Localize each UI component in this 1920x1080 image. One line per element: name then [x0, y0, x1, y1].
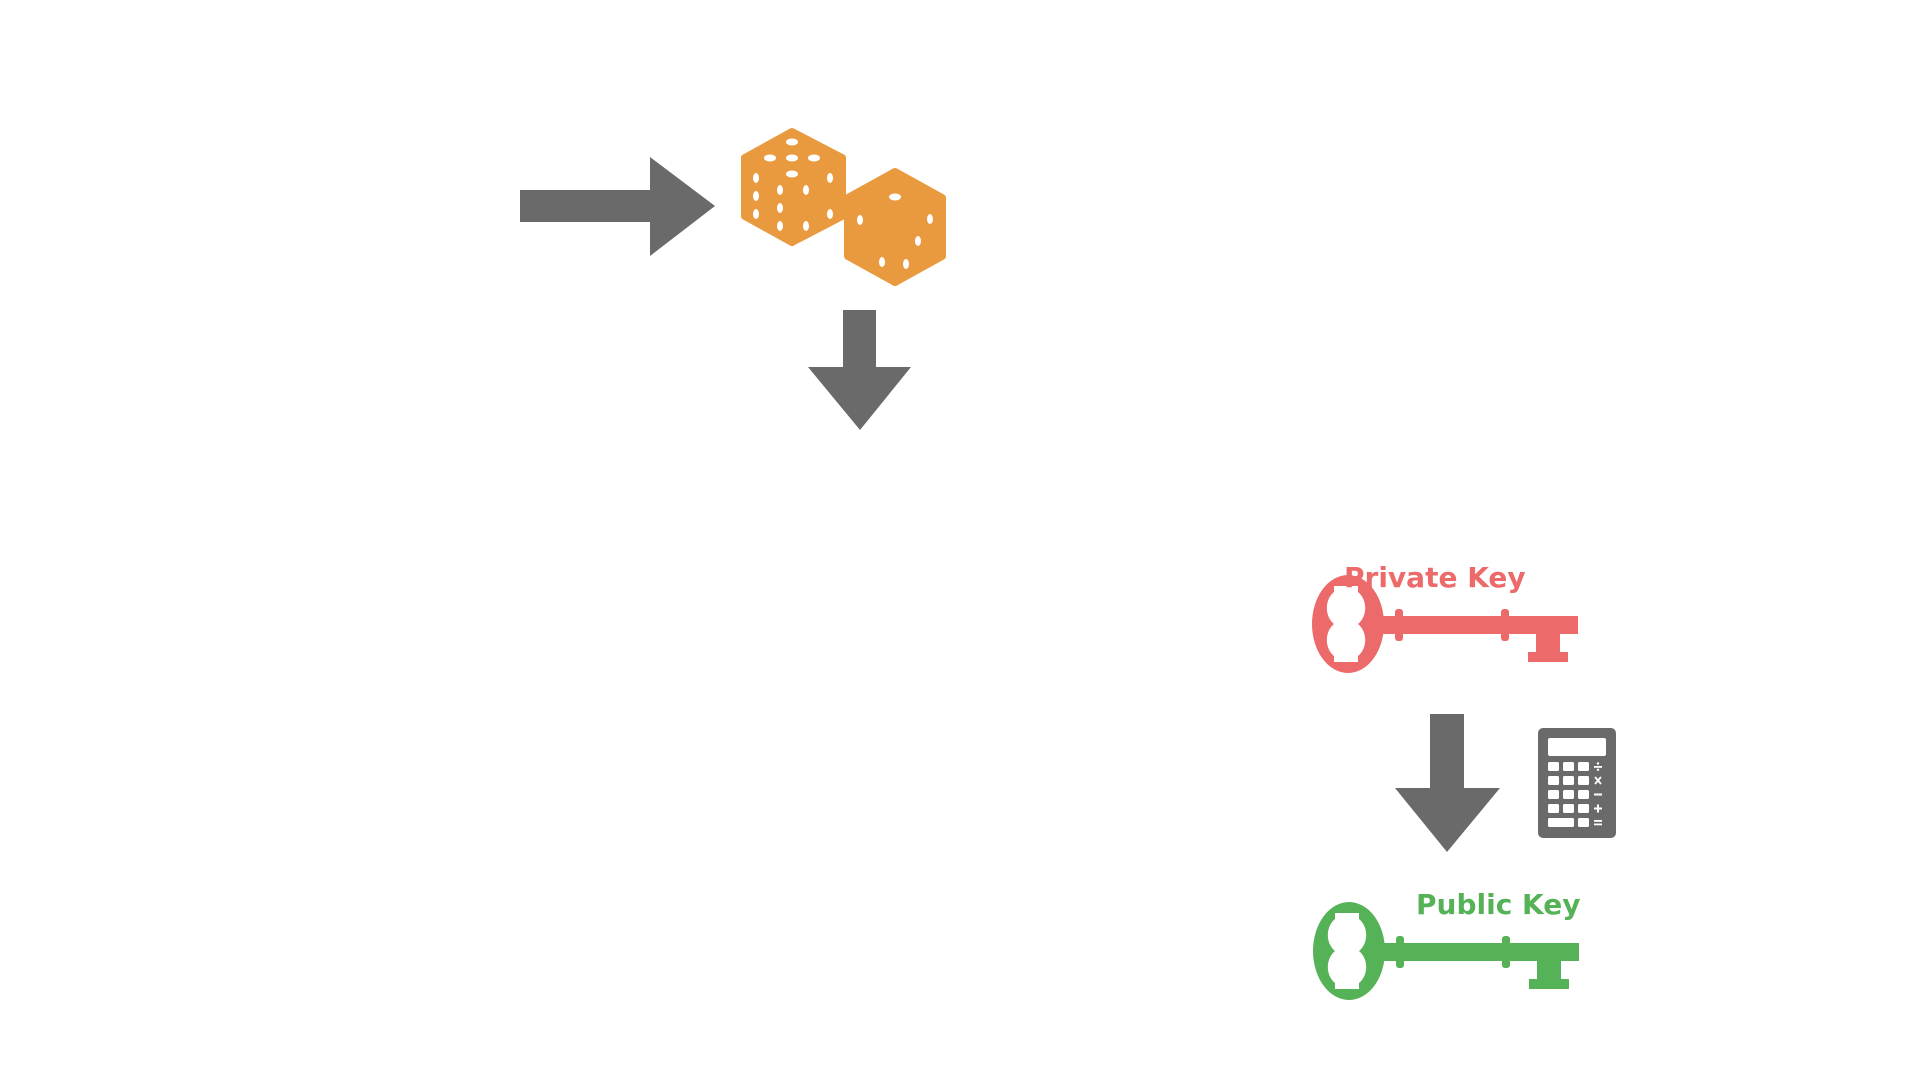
- private-key-label: Private Key: [1344, 561, 1526, 594]
- arrow-down-icon: [808, 310, 911, 430]
- arrow-right-icon: [520, 157, 715, 256]
- die-right: [844, 168, 946, 286]
- private-key-icon: [1312, 575, 1578, 673]
- public-key-label: Public Key: [1416, 888, 1581, 921]
- public-key-icon: [1313, 902, 1579, 1000]
- die-left: [741, 128, 846, 246]
- arrow-down-icon: [1395, 714, 1500, 852]
- dice-icon: [741, 128, 946, 286]
- calculator-icon: [1538, 728, 1616, 838]
